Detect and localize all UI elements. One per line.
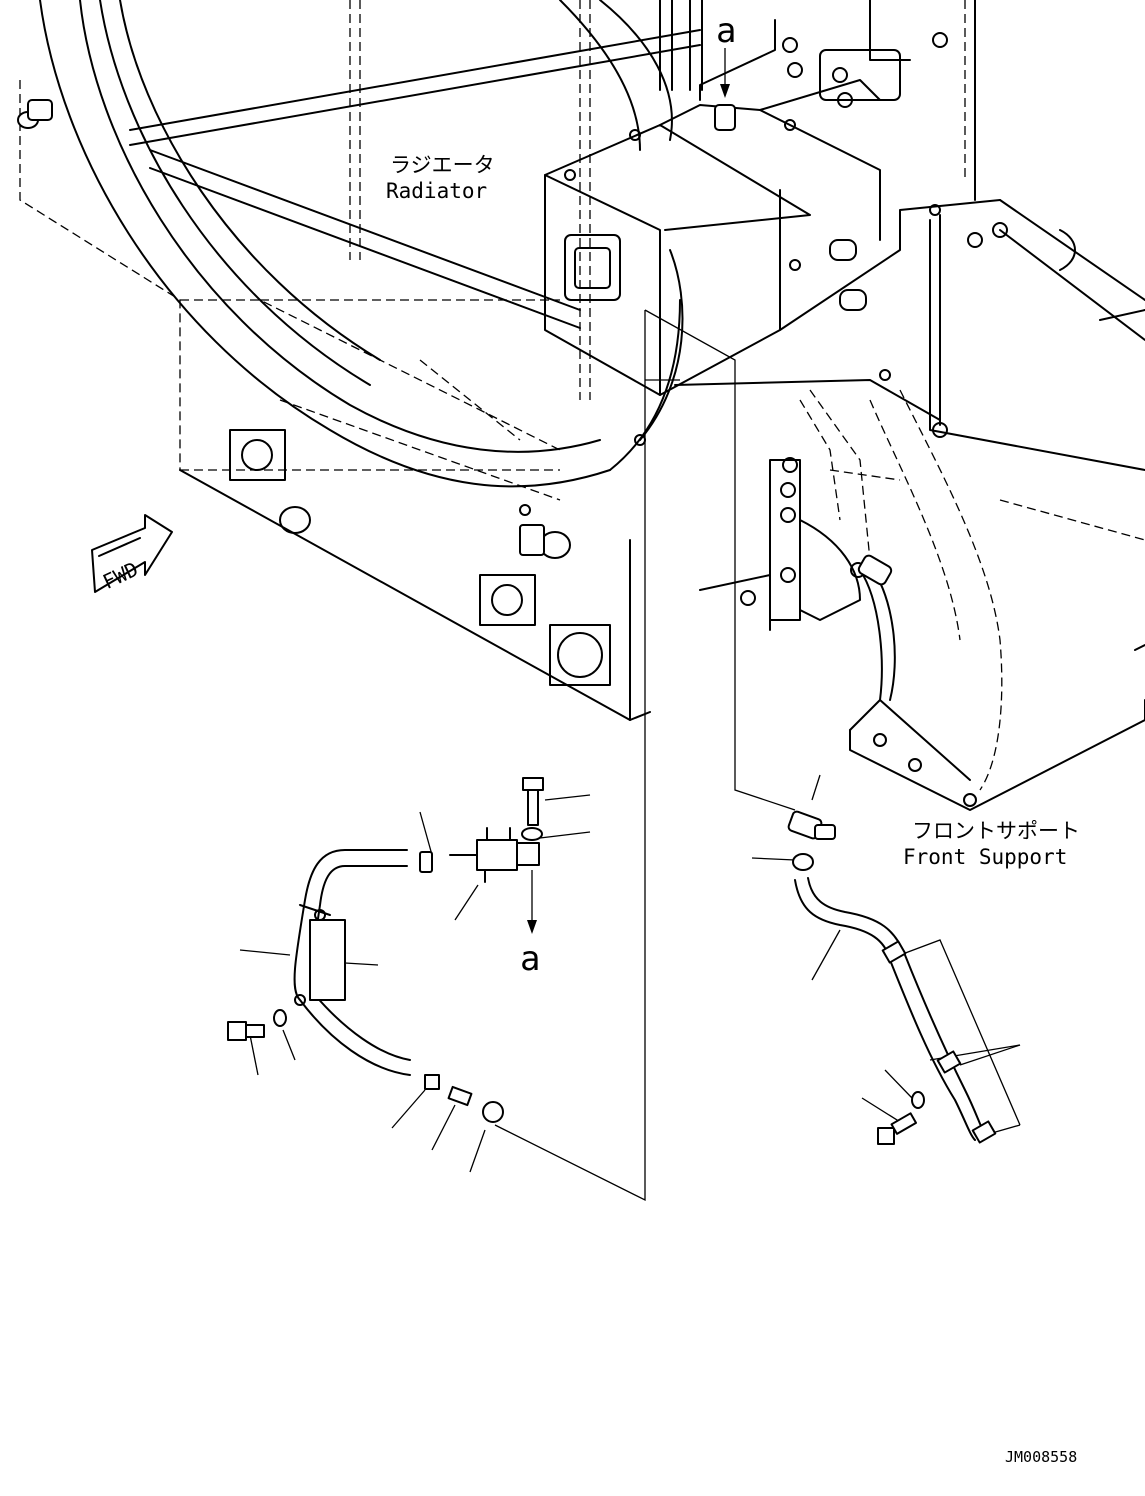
reference-a-bottom: a — [520, 939, 540, 979]
fwd-direction-arrow: FWD — [91, 514, 173, 594]
reference-a-top: a — [716, 11, 736, 51]
radiator-label-en: Radiator — [386, 179, 487, 203]
radiator-label-jp: ラジエータ — [390, 153, 495, 177]
center-frame-block — [519, 0, 1001, 516]
front-support-label-jp: フロントサポート — [912, 819, 1080, 843]
drawing-number: JM008558 — [1005, 1448, 1077, 1466]
exploded-hose-assembly-right — [787, 810, 997, 1145]
leader-lines — [239, 309, 1021, 1202]
front-support-label-en: Front Support — [903, 845, 1067, 869]
reference-a-arrows — [527, 48, 730, 934]
radiator-assembly — [17, 0, 701, 721]
exploded-hose-assembly-left — [227, 777, 544, 1123]
front-support-frame — [699, 199, 1145, 811]
